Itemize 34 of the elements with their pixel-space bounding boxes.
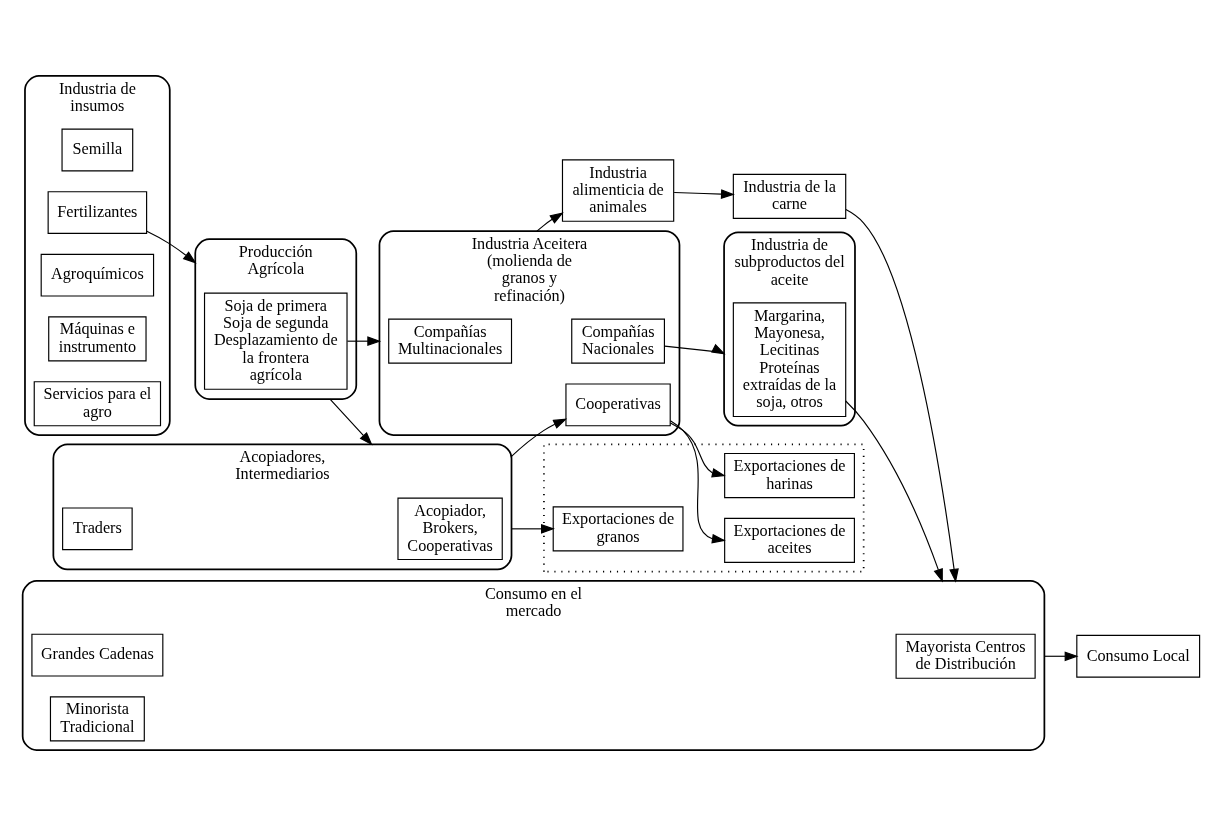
- arrow: [664, 343, 726, 354]
- arrow: [1043, 650, 1079, 661]
- arrow: [673, 188, 735, 199]
- node-box: Máquinas e instrumento: [48, 315, 147, 361]
- arrow: [669, 419, 726, 544]
- node-box: Margarina, Mayonesa, Lecitinas Proteínas extraídas de la soja, otros: [732, 301, 847, 417]
- node-box: Consumo Local: [1076, 634, 1201, 678]
- node-box: Compañías Multinacionales: [388, 318, 513, 364]
- node-box: Acopiador, Brokers, Cooperativas: [397, 497, 503, 560]
- arrow: [346, 335, 382, 346]
- node-box: Fertilizantes: [47, 190, 148, 234]
- node-box: Grandes Cadenas: [31, 633, 164, 677]
- node-box: Minorista Tradicional: [49, 695, 145, 741]
- arrow: [845, 399, 943, 583]
- node-box: Agroquímicos: [40, 253, 155, 297]
- arrow: [669, 421, 726, 478]
- node-box: Traders: [62, 506, 133, 550]
- arrow: [536, 211, 564, 232]
- node-box: Mayorista Centros de Distribución: [895, 633, 1036, 679]
- node-box: Soja de primera Soja de segunda Desplazamiento de la frontera agrícola: [203, 292, 348, 390]
- arrow: [510, 523, 555, 534]
- arrow: [146, 230, 197, 264]
- node-box: Exportaciones de granos: [552, 505, 684, 551]
- node-box: Exportaciones de harinas: [724, 452, 855, 498]
- arrow: [845, 208, 959, 583]
- node-box: Industria alimenticia de animales: [561, 158, 675, 222]
- node-box: Cooperativas: [565, 382, 671, 426]
- node-box: Compañías Nacionales: [571, 318, 665, 364]
- arrow: [329, 398, 373, 446]
- arrow: [510, 418, 568, 457]
- node-box: Semilla: [61, 128, 134, 171]
- node-box: Exportaciones de aceites: [724, 517, 855, 563]
- node-box: Servicios para el agro: [33, 380, 162, 426]
- node-box: Industria de la carne: [732, 173, 847, 219]
